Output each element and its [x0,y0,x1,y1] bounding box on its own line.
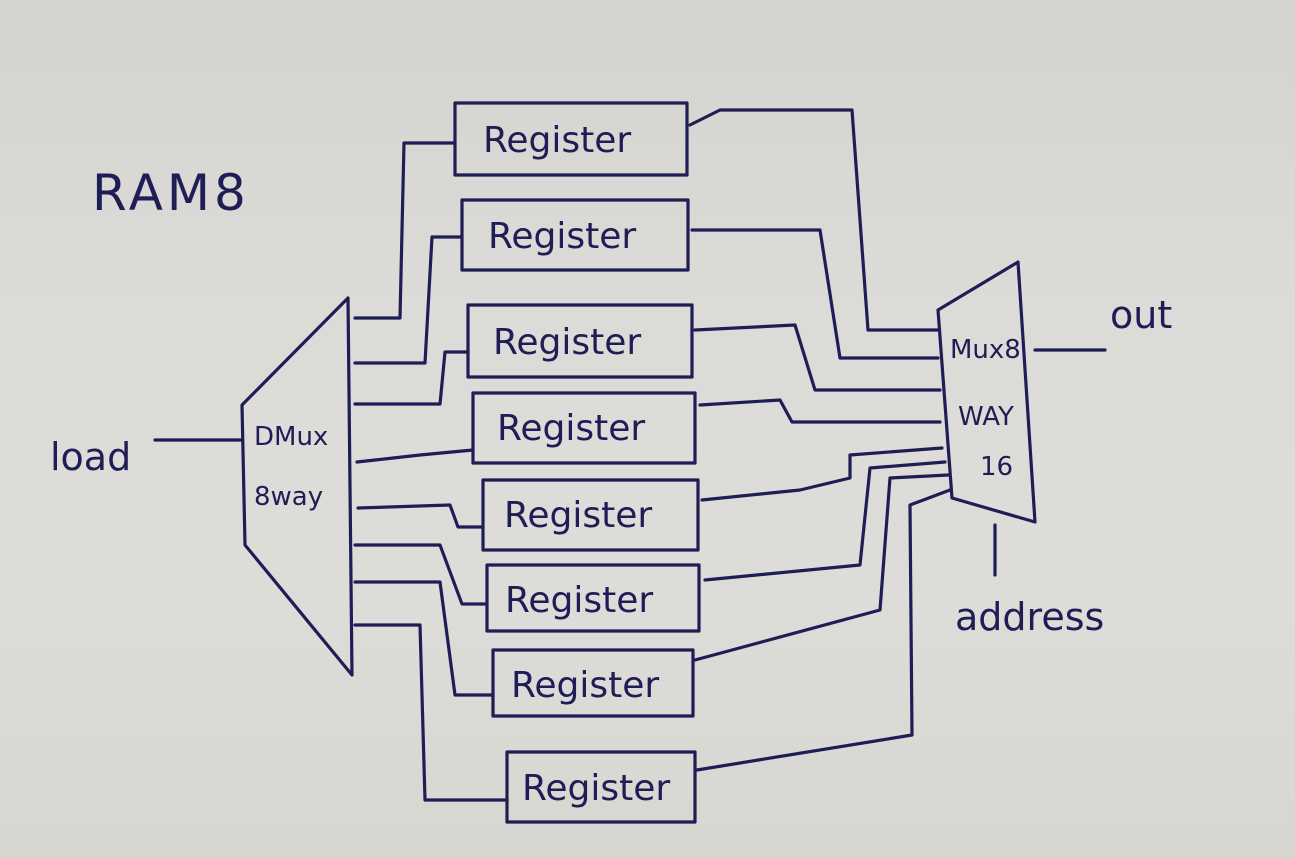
register-box [485,563,701,633]
wire-reg6-to-mux [693,473,950,662]
wire-reg3-to-mux [698,398,942,424]
wire-dmux-to-reg4 [356,503,485,529]
wire-reg7-to-mux [695,488,952,772]
register-label: Register [493,322,641,363]
title-ram8: RAM8 [92,164,250,222]
register-box [460,198,690,272]
wire-reg1-to-mux [690,228,940,360]
load-label: load [50,435,131,479]
register-box [481,478,700,552]
dmux-label-line1: DMux [254,422,328,452]
register-5: Register [485,563,701,633]
register-box [491,648,695,718]
mux-8way-16: Mux8 WAY 16 [936,260,1037,524]
dmux-outline [240,296,354,677]
wire-reg5-to-mux [703,460,947,582]
wire-dmux-to-reg5 [353,543,489,606]
wire-reg0-to-mux [688,108,940,332]
wire-dmux-to-reg3 [355,448,475,464]
dmux-output-wires [353,141,509,802]
wire-dmux-to-reg0 [353,141,457,320]
register-3: Register [471,391,697,465]
out-label: out [1110,293,1172,337]
wire-reg2-to-mux [693,323,942,392]
register-label: Register [497,408,645,449]
register-box [505,750,697,824]
dmux-8way: DMux 8way [240,296,354,677]
register-box [453,101,689,177]
register-7: Register [505,750,697,824]
register-label: Register [511,665,659,706]
mux-label-line1: Mux8 [950,335,1021,365]
wire-dmux-to-reg1 [353,235,464,365]
register-output-wires [688,108,952,772]
register-label: Register [504,495,652,536]
register-label: Register [505,580,653,621]
register-label: Register [522,768,670,809]
wire-reg4-to-mux [700,446,944,502]
register-1: Register [460,198,690,272]
mux-label-line3: 16 [980,452,1013,482]
wire-dmux-to-reg6 [353,580,495,697]
wire-dmux-to-reg7 [353,623,509,802]
wire-dmux-to-reg2 [353,350,470,406]
mux-outline [936,260,1037,524]
register-label: Register [483,120,631,161]
register-6: Register [491,648,695,718]
register-2: Register [466,303,694,379]
register-label: Register [488,216,636,257]
register-4: Register [481,478,700,552]
mux-label-line2: WAY [958,402,1014,432]
register-0: Register [453,101,689,177]
dmux-label-line2: 8way [254,482,323,512]
register-box [471,391,697,465]
address-label: address [955,595,1104,639]
register-box [466,303,694,379]
